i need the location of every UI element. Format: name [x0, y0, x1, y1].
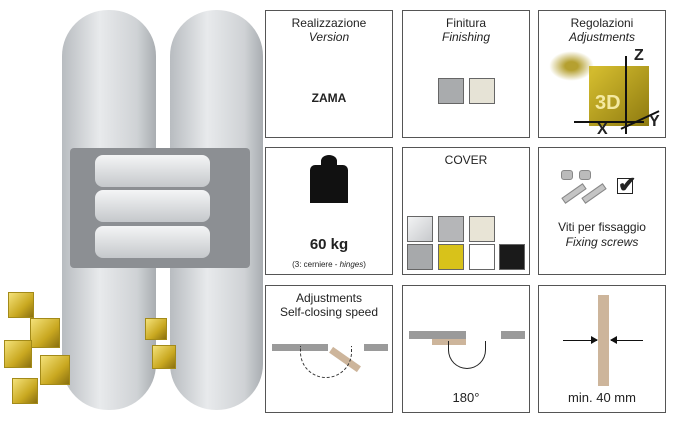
x-label: X	[597, 121, 608, 138]
3d-cube-icon: 3D	[589, 66, 649, 126]
load-note: (3: cerniere - hinges)	[292, 260, 366, 269]
3d-badge: 3D	[595, 92, 621, 114]
screws-title: Viti per fissaggio	[558, 220, 646, 234]
load-value: 60 kg	[309, 236, 349, 253]
door-frame-right	[501, 331, 525, 339]
cover-swatch-black	[499, 244, 525, 270]
self-closing-cell: Adjustments Self-closing speed	[265, 285, 393, 413]
cover-title: COVER	[444, 153, 488, 167]
version-title: Realizzazione	[291, 16, 367, 30]
adjustments-cell: Regolazioni Adjustments 3D Z X Y	[538, 10, 666, 138]
adjustments-title: Regolazioni	[570, 16, 634, 30]
arrow-head-icon	[610, 336, 617, 344]
swing-arrow-icon	[300, 346, 352, 378]
z-label: Z	[634, 47, 644, 64]
cover-swatch-cream	[469, 216, 495, 242]
cover-swatch-gold	[438, 244, 464, 270]
cover-swatch-satin	[407, 244, 433, 270]
cover-swatch-white	[469, 244, 495, 270]
x-axis-icon	[574, 121, 644, 123]
cover-cell: COVER	[402, 147, 530, 275]
load-cell: 60 kg (3: cerniere - hinges)	[265, 147, 393, 275]
door-frame-right	[364, 344, 388, 351]
door-frame-left	[409, 331, 466, 339]
particles-icon	[549, 51, 594, 81]
cover-swatch-grey	[438, 216, 464, 242]
self-closing-line2: Self-closing speed	[279, 305, 379, 319]
door-section	[598, 295, 609, 386]
rotate-arrow-icon	[448, 341, 486, 369]
thickness-value: min. 40 mm	[568, 390, 636, 405]
checkbox-checked-icon: ✔	[617, 172, 637, 197]
screws-subtitle: Fixing screws	[565, 235, 639, 249]
opening-angle-value: 180°	[452, 390, 480, 405]
version-subtitle: Version	[308, 30, 350, 44]
z-axis-icon	[625, 56, 627, 134]
opening-angle-cell: 180°	[402, 285, 530, 413]
cover-swatch-chrome	[407, 216, 433, 242]
y-label: Y	[649, 113, 660, 130]
version-cell: Realizzazione Version ZAMA	[265, 10, 393, 138]
version-value: ZAMA	[311, 91, 347, 105]
weight-icon	[310, 155, 348, 203]
finishing-title: Finitura	[445, 16, 486, 30]
self-closing-line1: Adjustments	[295, 291, 363, 305]
adjustments-subtitle: Adjustments	[568, 30, 636, 44]
screws-icon	[561, 170, 607, 206]
arrow-right-icon	[563, 340, 597, 341]
finishing-subtitle: Finishing	[441, 30, 491, 44]
finishing-cell: Finitura Finishing	[402, 10, 530, 138]
arrow-left-icon	[611, 340, 643, 341]
screws-cell: ✔ Viti per fissaggio Fixing screws	[538, 147, 666, 275]
thickness-cell: min. 40 mm	[538, 285, 666, 413]
finish-swatch-grey	[438, 78, 464, 104]
arrow-head-icon	[591, 336, 598, 344]
finish-swatch-cream	[469, 78, 495, 104]
